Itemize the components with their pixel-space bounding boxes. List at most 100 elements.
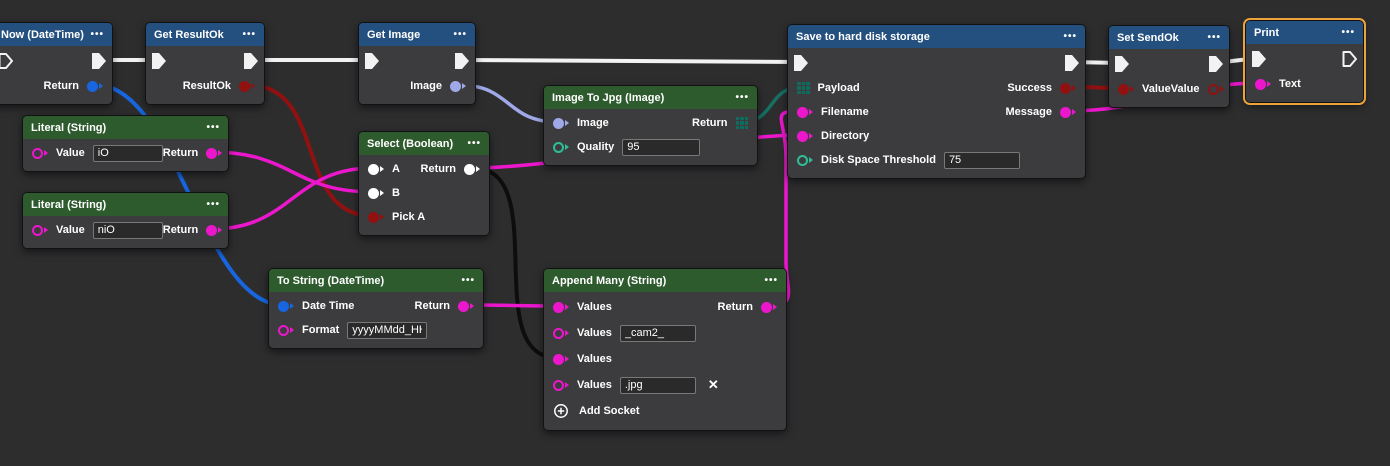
- delete-socket-button[interactable]: ✕: [707, 377, 719, 392]
- values-input-port[interactable]: [553, 353, 569, 365]
- success-output-port[interactable]: [1060, 82, 1076, 94]
- node-title-bar[interactable]: To String (DateTime)•••: [269, 269, 483, 292]
- value-value-field[interactable]: [92, 144, 163, 162]
- exec-out-port[interactable]: [1342, 50, 1358, 68]
- node-menu-button[interactable]: •••: [735, 92, 749, 103]
- wire-literal_2:R0-select:L0[interactable]: [210, 166, 375, 231]
- add-socket-button[interactable]: Add Socket: [553, 403, 640, 419]
- node-title-bar[interactable]: Literal (String)•••: [23, 116, 228, 139]
- return-output-port[interactable]: [87, 80, 103, 92]
- exec-out-port[interactable]: [454, 52, 470, 70]
- wire-get_resultok:R0-select:L2[interactable]: [246, 83, 375, 218]
- image-output-port[interactable]: [450, 80, 466, 92]
- filename-input-port[interactable]: [797, 106, 813, 118]
- value-input-port[interactable]: [1118, 83, 1134, 95]
- node-title-bar[interactable]: Save to hard disk storage•••: [788, 25, 1085, 48]
- values-input-port[interactable]: [553, 379, 569, 391]
- exec-out-port[interactable]: [91, 52, 107, 70]
- return-output-port[interactable]: [735, 116, 748, 130]
- quality-input-port[interactable]: [553, 141, 569, 153]
- node-get_resultok[interactable]: Get ResultOk•••ResultOk: [145, 22, 265, 105]
- node-menu-button[interactable]: •••: [206, 122, 220, 133]
- node-menu-button[interactable]: •••: [1341, 27, 1355, 38]
- image-input-port[interactable]: [553, 117, 569, 129]
- return-output-port[interactable]: [206, 224, 223, 236]
- socket-label: Disk Space Threshold: [821, 154, 936, 166]
- format-value-field[interactable]: [347, 321, 428, 339]
- node-menu-button[interactable]: •••: [764, 275, 778, 286]
- pick-a-input-port[interactable]: [368, 211, 384, 223]
- socket-notch-icon: [1219, 86, 1224, 92]
- node-title-bar[interactable]: Select (Boolean)•••: [359, 132, 489, 155]
- node-menu-button[interactable]: •••: [1207, 32, 1221, 43]
- node-menu-button[interactable]: •••: [90, 29, 104, 40]
- payload-input-port[interactable]: [797, 81, 810, 95]
- values-input-port[interactable]: [553, 301, 569, 313]
- node-menu-button[interactable]: •••: [467, 138, 481, 149]
- disk-space-threshold-input-port[interactable]: [797, 154, 813, 166]
- node-get_image[interactable]: Get Image•••Image: [358, 22, 476, 105]
- value-output-port[interactable]: [1207, 83, 1224, 95]
- socket-circle-icon: [450, 80, 461, 92]
- resultok-output-port[interactable]: [239, 80, 255, 92]
- node-title-bar[interactable]: Literal (String)•••: [23, 193, 228, 216]
- exec-in-port[interactable]: [364, 52, 380, 70]
- node-menu-button[interactable]: •••: [206, 199, 220, 210]
- node-title-bar[interactable]: Get Image•••: [359, 23, 475, 46]
- node-title-bar[interactable]: Set SendOk•••: [1109, 26, 1229, 49]
- b-input-port[interactable]: [368, 187, 384, 199]
- values-input-port[interactable]: [553, 327, 569, 339]
- node-literal_2[interactable]: Literal (String)•••ValueReturn: [22, 192, 229, 249]
- node-literal_1[interactable]: Literal (String)•••ValueReturn: [22, 115, 229, 172]
- a-input-port[interactable]: [368, 163, 384, 175]
- socket-label: Return: [420, 163, 456, 175]
- exec-row: [788, 50, 1085, 76]
- node-title: Append Many (String): [552, 274, 667, 287]
- exec-out-port[interactable]: [243, 52, 259, 70]
- return-output-port[interactable]: [206, 147, 223, 159]
- exec-in-port[interactable]: [793, 54, 809, 72]
- exec-in-port[interactable]: [1114, 55, 1130, 73]
- value-input-port[interactable]: [32, 147, 48, 159]
- node-menu-button[interactable]: •••: [453, 29, 467, 40]
- quality-value-field[interactable]: [622, 138, 701, 156]
- return-output-port[interactable]: [458, 300, 474, 312]
- exec-in-port[interactable]: [1251, 50, 1267, 68]
- message-output-port[interactable]: [1060, 106, 1076, 118]
- node-menu-button[interactable]: •••: [1063, 31, 1077, 42]
- node-now[interactable]: Now (DateTime)•••Return: [0, 22, 113, 105]
- value-value-field[interactable]: [92, 221, 163, 239]
- exec-in-port[interactable]: [0, 52, 14, 70]
- values-value-field[interactable]: [619, 324, 696, 342]
- node-menu-button[interactable]: •••: [242, 29, 256, 40]
- format-input-port[interactable]: [278, 324, 294, 336]
- wire-select:R0-append_many:L2[interactable]: [471, 166, 560, 360]
- node-title-bar[interactable]: Image To Jpg (Image)•••: [544, 86, 757, 109]
- values-value-field[interactable]: [619, 376, 696, 394]
- node-title-bar[interactable]: Get ResultOk•••: [146, 23, 264, 46]
- exec-out-port[interactable]: [1208, 55, 1224, 73]
- exec-out-port[interactable]: [1064, 54, 1080, 72]
- wire-get_image:exec_out-save:exec_in[interactable]: [459, 58, 802, 64]
- node-title-bar[interactable]: Print•••: [1246, 21, 1363, 44]
- return-output-port[interactable]: [464, 163, 480, 175]
- disk-space-threshold-value-field[interactable]: [943, 151, 1020, 169]
- date-time-input-port[interactable]: [278, 300, 294, 312]
- node-title-bar[interactable]: Append Many (String) •••: [544, 269, 786, 292]
- text-input-port[interactable]: [1255, 78, 1271, 90]
- value-input-port[interactable]: [32, 224, 48, 236]
- directory-input-port[interactable]: [797, 130, 813, 142]
- node-title-bar[interactable]: Now (DateTime)•••: [0, 23, 112, 46]
- exec-in-port[interactable]: [151, 52, 167, 70]
- node-print[interactable]: Print•••Text: [1245, 20, 1364, 103]
- wire-literal_1:R0-select:L1[interactable]: [210, 150, 375, 194]
- return-output-port[interactable]: [761, 301, 777, 313]
- node-menu-button[interactable]: •••: [461, 275, 475, 286]
